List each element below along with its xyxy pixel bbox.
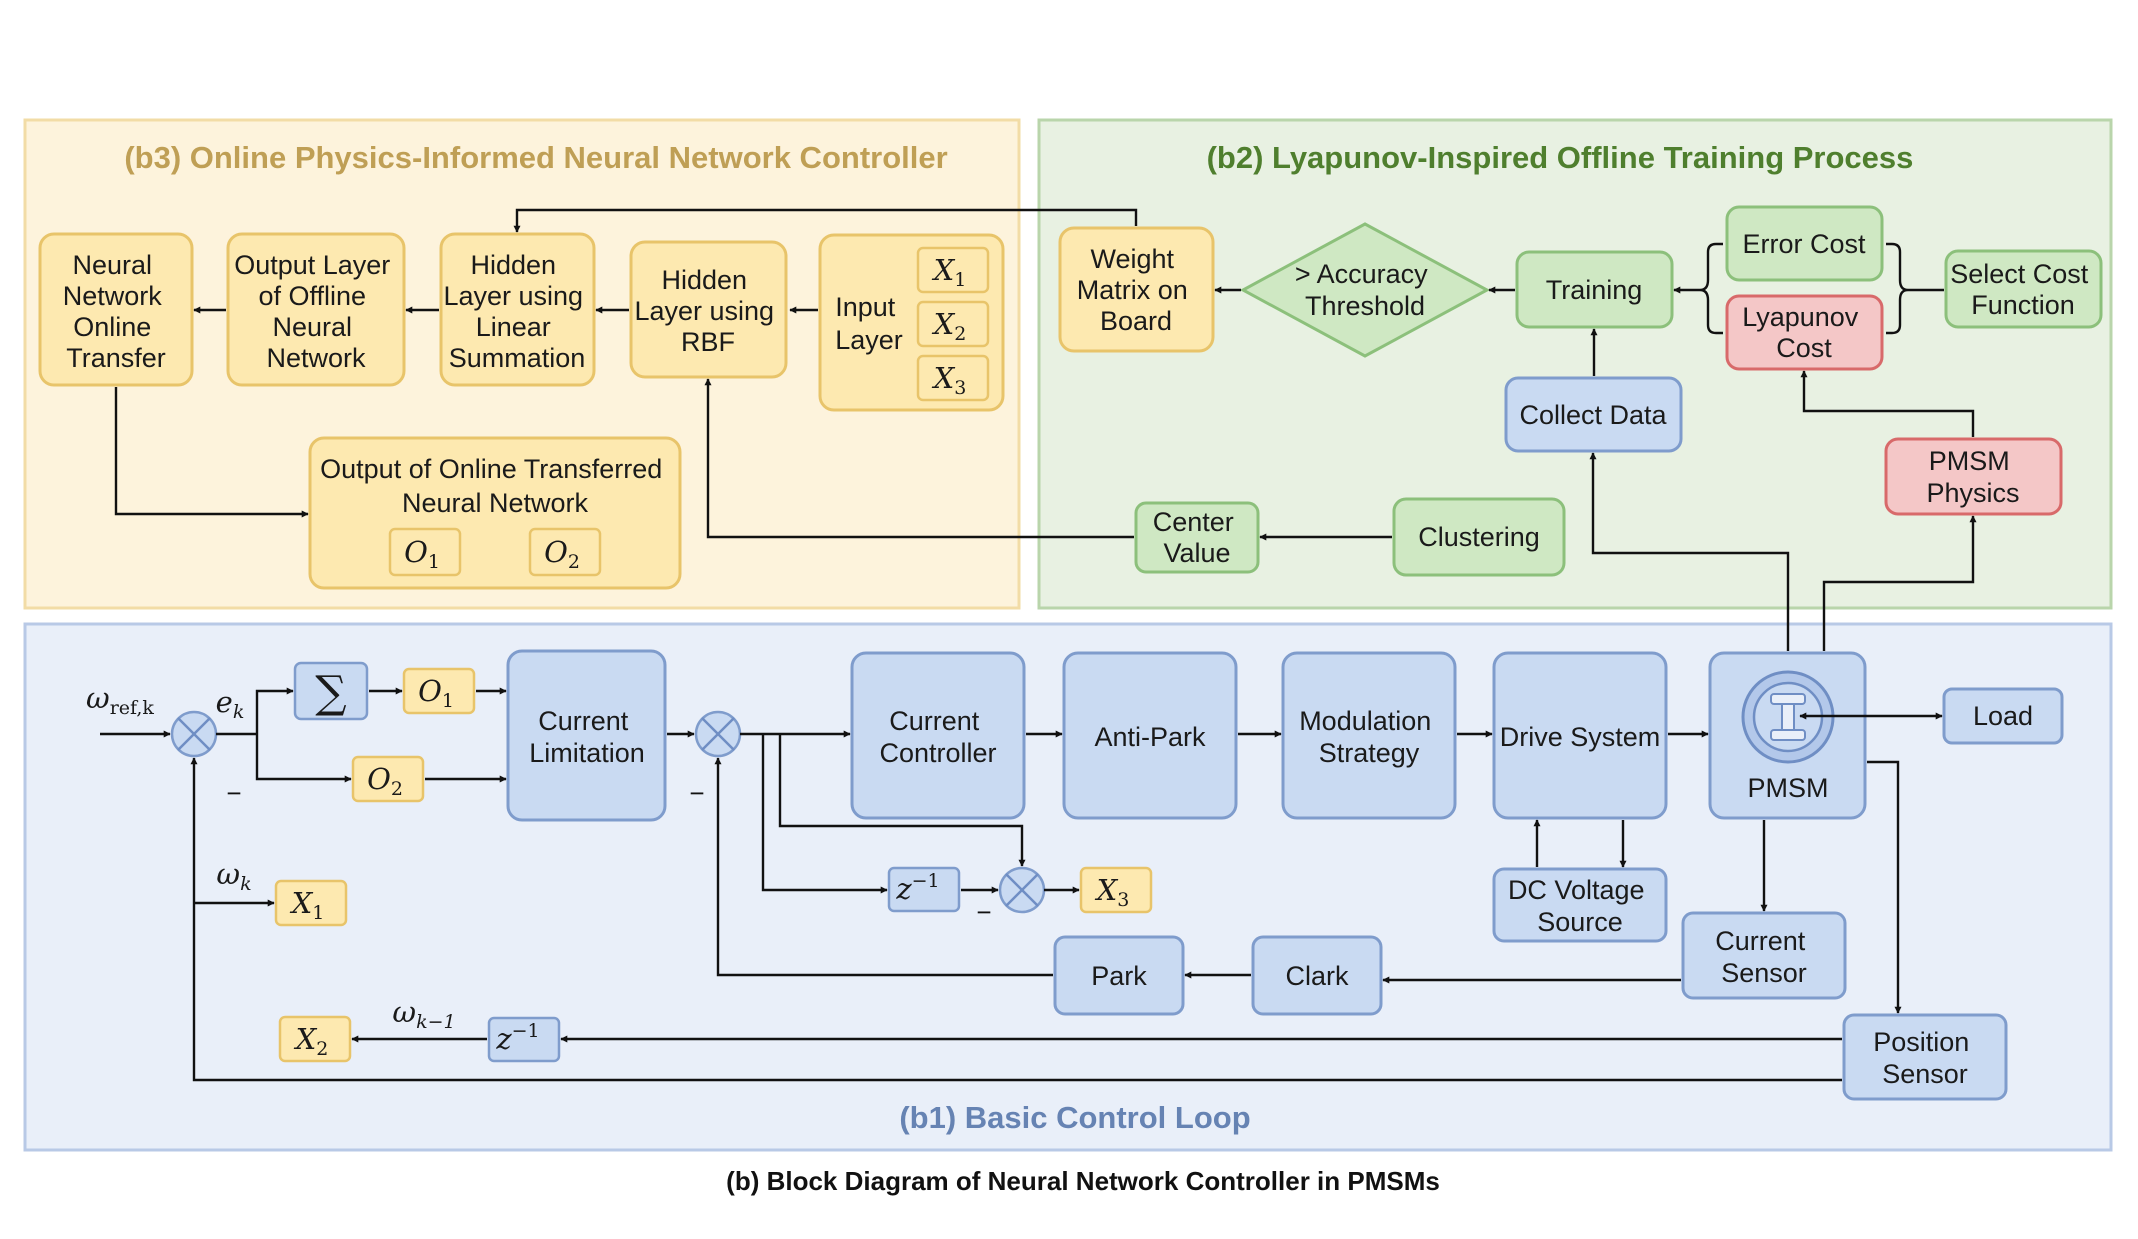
nn-online-transfer-box xyxy=(38,232,194,387)
training-label: Training xyxy=(1546,275,1643,305)
input-x3-chip xyxy=(916,354,990,402)
current-controller-block xyxy=(850,651,1026,820)
select-cost-label: Select Cost Function xyxy=(1950,259,2096,320)
omega-ref-label: ωref,k xyxy=(86,681,154,719)
figure-caption: (b) Block Diagram of Neural Network Cont… xyxy=(726,1166,1440,1196)
hidden-rbf-label: Hidden Layer using RBF xyxy=(634,265,781,357)
clustering-label: Clustering xyxy=(1418,522,1540,552)
collect-data-label: Collect Data xyxy=(1519,400,1667,430)
sum-symbol: ∑ xyxy=(315,667,346,718)
online-output-label: Output of Online Transferred Neural Netw… xyxy=(320,454,670,518)
panel-b1-title: (b1) Basic Control Loop xyxy=(899,1100,1250,1135)
output-layer-offline-label: Output Layer of Offline Neural Network xyxy=(234,250,398,373)
current-limitation-label: Current Limitation xyxy=(529,706,645,768)
modulation-label: Modulation Strategy xyxy=(1299,706,1439,768)
z-inv-label-1: z−1 xyxy=(895,870,939,906)
anti-park-label: Anti-Park xyxy=(1094,722,1206,752)
lyapunov-cost-box xyxy=(1725,294,1884,371)
b1-x1-label: X1 xyxy=(290,886,325,924)
drive-system-block xyxy=(1492,651,1668,820)
hidden-linear-box xyxy=(439,232,596,387)
z-inv-block-2 xyxy=(487,1016,561,1063)
current-sensor-block xyxy=(1681,911,1847,1000)
drive-system-label: Drive System xyxy=(1500,722,1661,752)
z-inv-block-1 xyxy=(887,866,961,913)
load-label: Load xyxy=(1973,701,2033,731)
b1-o2-label: O2 xyxy=(367,762,403,800)
motor-icon xyxy=(1741,670,1835,764)
b1-o1-label: O1 xyxy=(418,674,454,712)
dc-voltage-label: DC Voltage Source xyxy=(1508,875,1652,937)
modulation-block xyxy=(1281,651,1457,820)
current-sensor-label: Current Sensor xyxy=(1715,926,1813,988)
omega-k1-label: ωk−1 xyxy=(392,995,455,1033)
input-x1-label: X1 xyxy=(932,253,967,291)
input-layer-label: Input Layer xyxy=(835,292,903,355)
lyapunov-cost-label: Lyapunov Cost xyxy=(1742,302,1866,363)
anti-park-block xyxy=(1062,651,1238,820)
output-o1-chip xyxy=(388,527,462,577)
position-sensor-block xyxy=(1842,1013,2008,1101)
panel-b2-title: (b2) Lyapunov-Inspired Offline Training … xyxy=(1207,140,1914,175)
summing-junction-2 xyxy=(694,710,742,758)
input-x1-chip xyxy=(916,246,990,294)
weight-matrix-box xyxy=(1058,226,1215,353)
minus-sign-2: − xyxy=(689,778,704,808)
b1-x2-chip xyxy=(278,1015,352,1063)
b1-x3-label: X3 xyxy=(1095,873,1130,911)
input-x3-label: X3 xyxy=(932,361,967,399)
connector-lines xyxy=(100,208,1977,1082)
park-label: Park xyxy=(1091,961,1147,991)
clark-block xyxy=(1251,935,1383,1016)
current-limitation-block xyxy=(506,649,667,822)
output-o2-label: O2 xyxy=(544,535,580,573)
pmsm-label: PMSM xyxy=(1748,773,1829,803)
output-o1-label: O1 xyxy=(404,535,440,573)
hidden-rbf-box xyxy=(629,240,788,379)
summing-junction-1 xyxy=(170,710,218,758)
panel-b3-title: (b3) Online Physics-Informed Neural Netw… xyxy=(124,140,947,175)
collect-data-box xyxy=(1504,376,1683,453)
b1-x2-label: X2 xyxy=(294,1022,329,1060)
minus-sign-1: − xyxy=(226,778,241,808)
park-block xyxy=(1053,935,1185,1016)
b1-o2-chip xyxy=(351,755,425,803)
nn-online-transfer-label: Neural Network Online Transfer xyxy=(63,250,170,373)
current-controller-label: Current Controller xyxy=(879,706,996,768)
b1-x1-chip xyxy=(274,879,348,927)
select-cost-box xyxy=(1944,249,2103,329)
pmsm-physics-label: PMSM Physics xyxy=(1926,446,2019,508)
clark-label: Clark xyxy=(1285,961,1349,991)
hidden-linear-label: Hidden Layer using Linear Summation xyxy=(443,250,590,373)
output-o2-chip xyxy=(528,527,602,577)
b1-o1-chip xyxy=(402,667,476,715)
weight-matrix-label: Weight Matrix on Board xyxy=(1077,244,1196,336)
minus-sign-3: − xyxy=(976,897,991,927)
input-x2-chip xyxy=(916,300,990,348)
error-cost-box xyxy=(1725,205,1884,282)
e-k-label: ek xyxy=(216,685,245,723)
sum-block xyxy=(293,661,369,721)
center-value-label: Center Value xyxy=(1153,507,1242,568)
position-sensor-label: Position Sensor xyxy=(1873,1027,1977,1089)
accuracy-threshold-label: > Accuracy Threshold xyxy=(1295,259,1435,321)
load-block xyxy=(1942,687,2064,745)
z-inv-label-2: z−1 xyxy=(495,1020,539,1056)
omega-k-label: ωk xyxy=(216,857,251,895)
summing-junction-3 xyxy=(998,866,1046,914)
pmsm-physics-box xyxy=(1884,437,2063,516)
center-value-box xyxy=(1134,501,1260,574)
b1-x3-chip xyxy=(1079,866,1153,914)
error-cost-label: Error Cost xyxy=(1742,229,1866,259)
dc-voltage-block xyxy=(1492,867,1668,943)
clustering-box xyxy=(1392,497,1566,577)
accuracy-threshold-diamond xyxy=(1239,222,1491,358)
input-x2-label: X2 xyxy=(932,307,967,345)
training-box xyxy=(1515,250,1674,329)
output-layer-offline-box xyxy=(226,232,406,387)
